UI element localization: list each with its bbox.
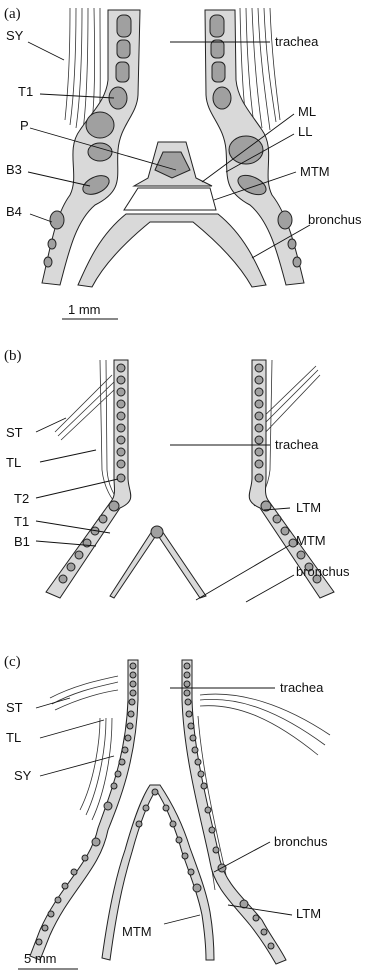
nerve-fibers-left-c bbox=[50, 676, 118, 820]
junction-cartilage-b bbox=[151, 526, 163, 538]
panel-b: (b) bbox=[4, 348, 350, 602]
label-LTM-c: LTM bbox=[296, 906, 321, 921]
label-bronchus-b: bronchus bbox=[296, 564, 350, 579]
label-T2-b: T2 bbox=[14, 491, 29, 506]
panel-c: (c) bbox=[4, 654, 330, 969]
medial-bronchial-wall-b bbox=[110, 528, 206, 598]
panel-a-label: (a) bbox=[4, 6, 21, 22]
label-B4-a: B4 bbox=[6, 204, 22, 219]
label-trachea-a: trachea bbox=[275, 34, 319, 49]
label-B1-b: B1 bbox=[14, 534, 30, 549]
label-bronchus-c: bronchus bbox=[274, 834, 328, 849]
bronchus-inner-wall bbox=[78, 214, 266, 287]
tracheal-wall-right-c bbox=[182, 660, 286, 964]
panel-a: (a) bbox=[4, 6, 362, 319]
medial-tympaniform-membrane bbox=[124, 188, 216, 210]
label-bronchus-a: bronchus bbox=[308, 212, 362, 227]
leader-bronchus-b bbox=[246, 575, 294, 602]
leader-TL-b bbox=[40, 450, 96, 462]
label-TL-b: TL bbox=[6, 455, 21, 470]
label-MTM-a: MTM bbox=[300, 164, 330, 179]
label-T1-a: T1 bbox=[18, 84, 33, 99]
panel-b-label: (b) bbox=[4, 348, 22, 364]
label-SY-c: SY bbox=[14, 768, 32, 783]
nerve-fibers-right-c bbox=[186, 694, 330, 890]
scale-bar-label-c: 5 mm bbox=[24, 951, 57, 966]
label-B3-a: B3 bbox=[6, 162, 22, 177]
leader-SY-c bbox=[40, 756, 114, 776]
label-LTM-b: LTM bbox=[296, 500, 321, 515]
label-LL-a: LL bbox=[298, 124, 312, 139]
medial-bronchial-wall-c bbox=[102, 785, 214, 960]
leader-ST-c bbox=[36, 698, 70, 708]
scale-bar-label-a: 1 mm bbox=[68, 302, 101, 317]
label-TL-c: TL bbox=[6, 730, 21, 745]
leader-T2-b bbox=[36, 479, 118, 498]
nerve-fibers-left-b bbox=[55, 360, 120, 506]
label-ST-b: ST bbox=[6, 425, 23, 440]
label-T1-b: T1 bbox=[14, 514, 29, 529]
label-P-a: P bbox=[20, 118, 29, 133]
cartilage-rings-left-c bbox=[36, 663, 136, 945]
leader-TL-c bbox=[40, 720, 104, 738]
label-SY-a: SY bbox=[6, 28, 24, 43]
panel-c-label: (c) bbox=[4, 654, 21, 670]
label-ML-a: ML bbox=[298, 104, 316, 119]
label-trachea-b: trachea bbox=[275, 437, 319, 452]
label-MTM-b: MTM bbox=[296, 533, 326, 548]
label-trachea-c: trachea bbox=[280, 680, 324, 695]
leader-B4 bbox=[30, 214, 52, 222]
label-ST-c: ST bbox=[6, 700, 23, 715]
leader-MTM-c bbox=[164, 915, 200, 924]
label-MTM-c: MTM bbox=[122, 924, 152, 939]
leader-SY bbox=[28, 42, 64, 60]
leader-MTM-b bbox=[196, 545, 290, 600]
